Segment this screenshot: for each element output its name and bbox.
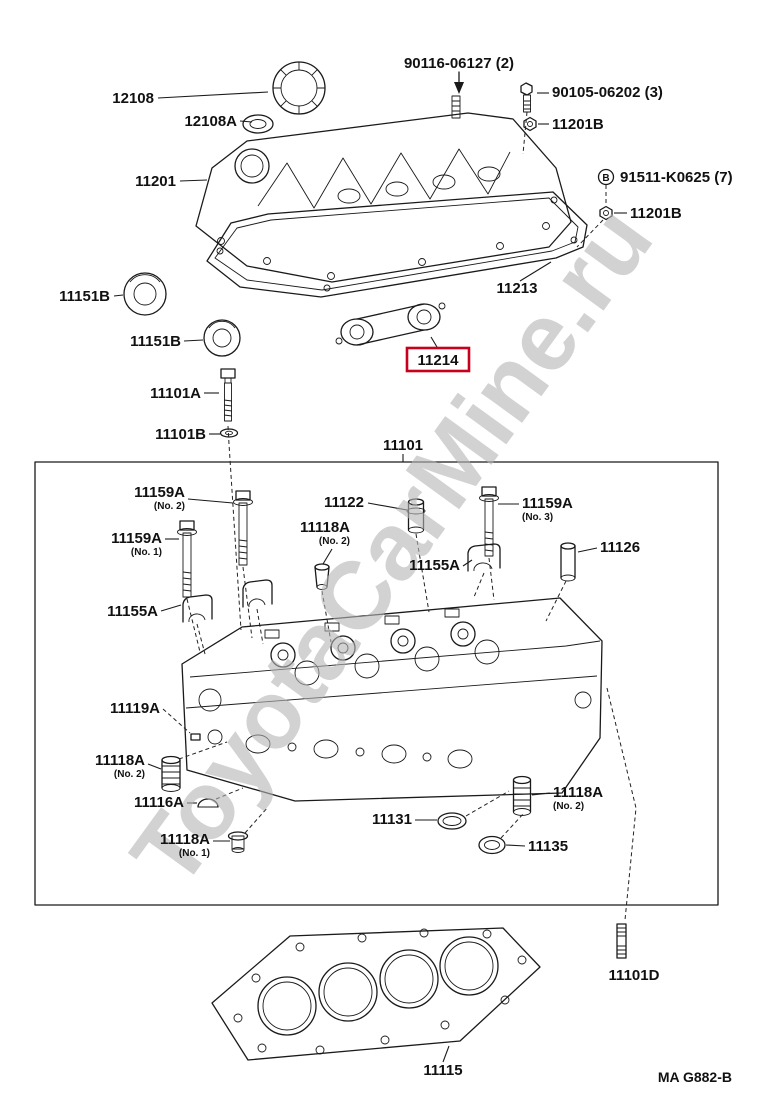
part-label-11159a-no2[interactable]: 11159A [134, 484, 185, 501]
nut-11201b-top-drawing [523, 116, 537, 132]
part-note-11118a-no2-left[interactable]: (No. 2) [114, 769, 145, 780]
part-note-11118a-no2-top[interactable]: (No. 2) [319, 536, 350, 547]
washer-11101b-drawing [219, 428, 239, 438]
part-label-11118a-no1[interactable]: 11118A [160, 831, 210, 848]
drawing-code: MA G882-B [658, 1069, 732, 1085]
valve-cover-drawing [195, 95, 572, 283]
valve-seat-11131-drawing [437, 812, 467, 830]
cam-cap-right-drawing [467, 543, 501, 572]
part-label-11116a[interactable]: 11116A [134, 794, 184, 811]
part-label-90116-06127[interactable]: 90116-06127 (2) [404, 55, 514, 72]
part-label-11151b-lower[interactable]: 11151B [130, 333, 181, 350]
oil-filler-cap-drawing [272, 61, 326, 115]
part-label-11201b-mid[interactable]: 11201B [630, 205, 682, 222]
alignment-dashed-lines [162, 111, 637, 921]
part-label-11159a-no1[interactable]: 11159A [111, 530, 162, 547]
part-label-11155a-right[interactable]: 11155A [409, 557, 460, 574]
part-label-11101a[interactable]: 11101A [150, 385, 201, 402]
seal-11118a-no1-drawing [227, 831, 249, 853]
valve-guide-11122-drawing [406, 498, 426, 534]
cylinder-head-drawing [181, 597, 603, 802]
diagram-art [34, 61, 719, 1063]
part-label-12108[interactable]: 12108 [112, 90, 154, 107]
seal-11118a-no2-right-drawing [512, 775, 532, 816]
part-note-11159a-no2[interactable]: (No. 2) [154, 501, 185, 512]
bolt-11159a-no3-drawing [479, 486, 499, 557]
leader-lines [113, 91, 627, 1063]
dowel-11119a-drawing [190, 733, 201, 741]
part-label-11135[interactable]: 11135 [528, 838, 568, 855]
plug-11116a-drawing [197, 798, 219, 808]
part-label-11101[interactable]: 11101 [383, 437, 423, 454]
nut-11201b-mid-drawing [599, 205, 613, 221]
part-label-11101d[interactable]: 11101D [609, 967, 660, 984]
seal-11118a-no2-left-drawing [161, 755, 181, 792]
assembly-boundary-box [34, 461, 719, 906]
highlight-box[interactable] [405, 346, 471, 373]
part-label-11118a-no2-right[interactable]: 11118A [553, 784, 603, 801]
part-label-11126[interactable]: 11126 [600, 539, 640, 556]
part-note-11118a-no1[interactable]: (No. 1) [179, 848, 210, 859]
part-label-11118a-no2-top[interactable]: 11118A [300, 519, 350, 536]
part-note-11159a-no1[interactable]: (No. 1) [131, 547, 162, 558]
bolt-11159a-no1-drawing [177, 520, 197, 598]
part-labels: 12108 12108A 90116-06127 (2) 90105-06202… [59, 55, 732, 1085]
head-bolt-11101a-drawing [220, 368, 236, 422]
hardware-symbol-letter: B [602, 173, 609, 184]
cap-gasket-drawing [242, 114, 274, 134]
cam-seal-upper-drawing [123, 272, 167, 316]
part-label-11101b[interactable]: 11101B [155, 426, 206, 443]
bolt-11159a-no2-drawing [233, 490, 253, 566]
part-label-11119a[interactable]: 11119A [110, 700, 160, 717]
cam-seal-lower-drawing [203, 319, 241, 357]
part-label-90105-06202[interactable]: 90105-06202 (3) [552, 84, 663, 101]
part-label-11151b-upper[interactable]: 11151B [59, 288, 110, 305]
part-label-11155a-left[interactable]: 11155A [107, 603, 158, 620]
valve-cover-gasket-drawing [206, 191, 588, 298]
head-gasket-drawing [211, 927, 541, 1061]
seal-11118a-no2-top-drawing [314, 563, 330, 590]
part-label-11201[interactable]: 11201 [135, 173, 176, 190]
part-label-11159a-no3[interactable]: 11159A [522, 495, 573, 512]
bolt-90105-drawing [520, 82, 533, 113]
part-note-11159a-no3[interactable]: (No. 3) [522, 512, 553, 523]
seal-ring-11135-drawing [478, 835, 506, 855]
part-label-11201b-top[interactable]: 11201B [552, 116, 604, 133]
part-label-11131[interactable]: 11131 [372, 811, 412, 828]
arrow-marker [454, 71, 464, 94]
cam-caps-left-drawing [182, 579, 273, 623]
part-label-91511-k0625[interactable]: 91511-K0625 (7) [620, 169, 733, 186]
part-label-11214-highlighted[interactable]: 11214 [418, 352, 460, 369]
hardware-symbol-circle [597, 168, 615, 186]
part-label-11115[interactable]: 11115 [423, 1062, 462, 1079]
part-label-12108a[interactable]: 12108A [184, 113, 237, 130]
part-label-11213[interactable]: 11213 [497, 280, 538, 297]
part-label-11118a-no2-left[interactable]: 11118A [95, 752, 145, 769]
stud-11101d-drawing [616, 923, 627, 959]
valve-guide-11126-drawing [560, 542, 576, 582]
part-label-11122[interactable]: 11122 [324, 494, 364, 511]
part-note-11118a-no2-right[interactable]: (No. 2) [553, 801, 584, 812]
sensor-gasket-11214-drawing [335, 302, 446, 346]
